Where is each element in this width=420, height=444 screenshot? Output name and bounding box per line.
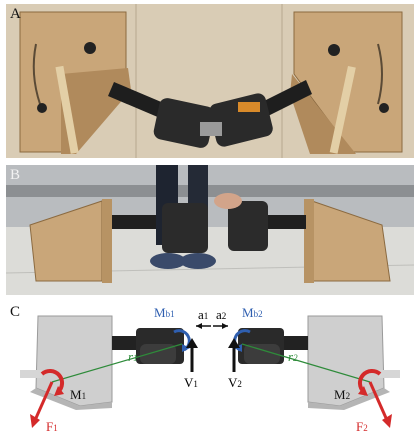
lever-arm-r1-line: [51, 343, 183, 383]
label-v2: V2: [228, 375, 242, 390]
label-f1: F1: [46, 419, 58, 434]
moment-m2-arc: [357, 368, 382, 394]
label-r1: r1: [128, 349, 138, 364]
label-m1: M1: [70, 387, 87, 402]
label-v1: V1: [184, 375, 198, 390]
panel-b-label: B: [10, 167, 21, 183]
panel-a-label: A: [10, 6, 21, 22]
label-mb1: Mb1: [154, 305, 175, 320]
panel-b-side-view-photo: B: [6, 165, 414, 295]
label-a1: a1: [198, 307, 209, 322]
force-f2-arrow: [368, 381, 388, 419]
label-a2: a2: [216, 307, 227, 322]
label-f2: F2: [356, 419, 368, 434]
label-r2: r2: [288, 349, 298, 364]
lever-arm-r2-line: [241, 343, 371, 383]
panel-c-force-diagram: C Mb1 Mb2 a1 a2 V1 V2 M1 M2 F1 F2 r1 r2: [6, 302, 414, 440]
force-f1-arrow: [34, 381, 54, 419]
panel-c-label: C: [10, 304, 21, 320]
panel-c-illustration: [20, 315, 400, 428]
label-mb2: Mb2: [242, 305, 263, 320]
moment-m1-arc: [40, 368, 65, 394]
panel-a-illustration: [6, 4, 414, 158]
panel-b-illustration: [6, 165, 414, 295]
panel-a-top-view-photo: A: [6, 4, 414, 158]
label-m2: M2: [334, 387, 351, 402]
